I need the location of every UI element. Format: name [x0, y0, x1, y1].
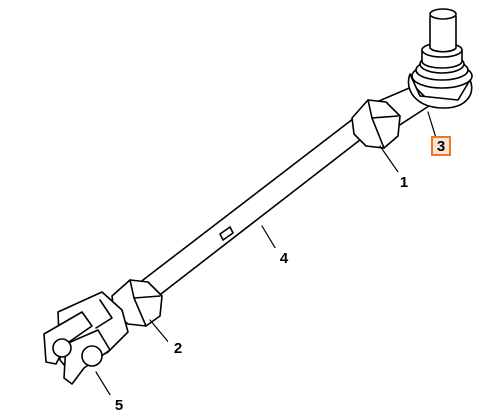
callout-2: 2 [168, 338, 188, 358]
ball-joint-housing [407, 8, 473, 109]
callout-4: 4 [274, 248, 294, 268]
callout-3-highlighted: 3 [431, 136, 451, 156]
jam-nut-upper [351, 99, 401, 149]
leader-lines [95, 111, 437, 399]
callout-1: 1 [394, 172, 414, 192]
callout-5: 5 [109, 395, 129, 415]
clevis-yoke [43, 291, 129, 385]
rod-tube [129, 111, 379, 305]
